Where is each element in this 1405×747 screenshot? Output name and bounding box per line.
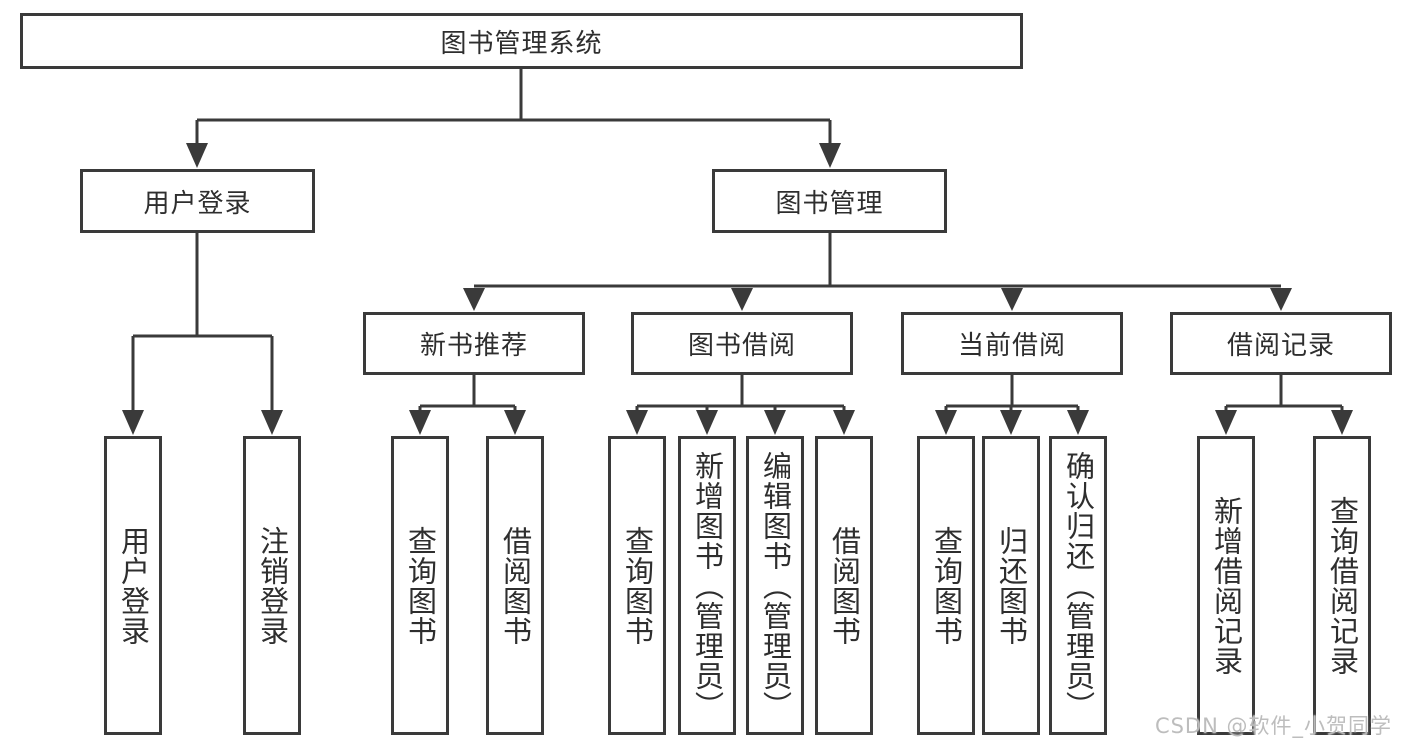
arrowhead [122, 410, 144, 435]
arrowhead [696, 410, 718, 435]
connector-current-borrowing [944, 375, 1080, 412]
arrowhead [409, 410, 431, 435]
arrowhead [1270, 288, 1292, 311]
node-leaf-bb-borrow-books: 借阅图书 [815, 436, 873, 735]
arrowhead [186, 143, 208, 168]
node-leaf-cb-query-books: 查询图书 [917, 436, 975, 735]
connector-book-management [474, 233, 1281, 288]
connector-user-login [131, 232, 274, 412]
node-leaf-cb-confirm-return-admin: 确认归还（管理员） [1049, 436, 1107, 735]
connector-book-borrowing [635, 375, 846, 412]
node-label: 借阅图书 [827, 525, 862, 646]
arrowhead [935, 410, 957, 435]
arrowhead [504, 410, 526, 435]
csdn-watermark: CSDN @软件_小贺同学 [1154, 714, 1392, 738]
node-leaf-user-login: 用户登录 [104, 436, 162, 735]
node-leaf-cb-return-books: 归还图书 [982, 436, 1040, 735]
node-leaf-br-query-record: 查询借阅记录 [1313, 436, 1371, 735]
node-leaf-bb-add-books-admin: 新增图书（管理员） [678, 436, 736, 735]
node-leaf-nb-query-books: 查询图书 [391, 436, 449, 735]
node-new-book-recommend: 新书推荐 [363, 312, 585, 375]
node-label: 新增图书（管理员） [690, 450, 725, 721]
node-leaf-logout: 注销登录 [243, 436, 301, 735]
node-label: 查询图书 [929, 525, 964, 646]
arrowhead [1067, 410, 1089, 435]
node-label: 查询图书 [403, 525, 438, 646]
arrowhead [626, 410, 648, 435]
node-label: 图书借阅 [687, 331, 796, 361]
node-borrow-records: 借阅记录 [1170, 312, 1392, 375]
arrowhead [731, 288, 753, 311]
node-label: 归还图书 [994, 525, 1029, 646]
node-leaf-br-add-record: 新增借阅记录 [1197, 436, 1255, 735]
arrowhead [463, 288, 485, 311]
node-leaf-nb-borrow-books: 借阅图书 [486, 436, 544, 735]
node-leaf-bb-edit-books-admin: 编辑图书（管理员） [746, 436, 804, 735]
arrowhead [261, 410, 283, 435]
connector-borrow-records [1224, 375, 1344, 412]
node-label: 当前借阅 [957, 331, 1066, 361]
arrowhead [833, 410, 855, 435]
node-label: 用户登录 [143, 188, 252, 219]
node-label: 图书管理 [775, 188, 884, 219]
node-label: 编辑图书（管理员） [758, 450, 793, 721]
node-user-login: 用户登录 [80, 169, 315, 233]
node-label: 新书推荐 [419, 331, 528, 361]
arrowhead [1001, 288, 1023, 311]
arrowhead [764, 410, 786, 435]
node-book-borrowing: 图书借阅 [631, 312, 853, 375]
arrowhead [1215, 410, 1237, 435]
node-label: 确认归还（管理员） [1061, 450, 1096, 721]
arrowhead [1331, 410, 1353, 435]
node-label: 查询图书 [620, 525, 655, 646]
arrowhead [1000, 410, 1022, 435]
node-leaf-bb-query-books: 查询图书 [608, 436, 666, 735]
node-label: 用户登录 [116, 525, 151, 646]
node-label: 查询借阅记录 [1325, 495, 1360, 676]
connector-new-book [418, 375, 517, 412]
connector-root-trunk [197, 69, 830, 122]
node-label: 借阅图书 [498, 525, 533, 646]
node-label: 借阅记录 [1226, 331, 1335, 361]
node-label: 新增借阅记录 [1209, 495, 1244, 676]
arrowhead [819, 143, 841, 168]
node-root-system: 图书管理系统 [20, 13, 1023, 69]
node-current-borrowing: 当前借阅 [901, 312, 1123, 375]
node-label: 注销登录 [255, 525, 290, 646]
node-book-management: 图书管理 [712, 169, 947, 233]
node-label: 图书管理系统 [440, 28, 603, 59]
